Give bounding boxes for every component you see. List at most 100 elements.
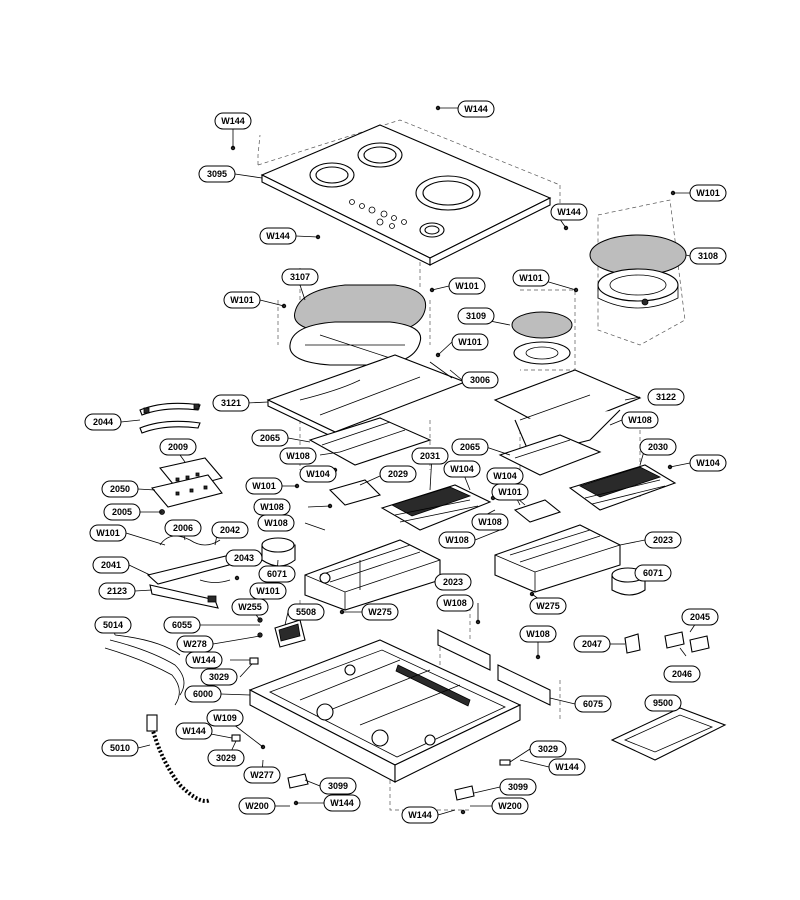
label-w144-b: W144 — [457, 100, 495, 118]
svg-text:2046: 2046 — [672, 669, 692, 679]
svg-text:W108: W108 — [628, 415, 652, 425]
svg-text:2023: 2023 — [653, 535, 673, 545]
label-w144-a: W144 — [214, 112, 252, 130]
label-2123: 2123 — [98, 582, 136, 600]
label-5508: 5508 — [287, 603, 325, 621]
label-2046: 2046 — [663, 665, 701, 683]
svg-text:3029: 3029 — [216, 753, 236, 763]
label-3029-c: 3029 — [529, 740, 567, 758]
svg-text:3029: 3029 — [209, 672, 229, 682]
svg-text:2047: 2047 — [582, 639, 602, 649]
svg-text:W101: W101 — [455, 281, 479, 291]
svg-text:3108: 3108 — [698, 251, 718, 261]
part-3095-glass-cooktop — [260, 124, 552, 266]
part-3107-oval-heating-element — [289, 284, 427, 366]
label-6071-a: 6071 — [258, 565, 296, 583]
svg-text:3099: 3099 — [508, 782, 528, 792]
label-2023-b: 2023 — [434, 573, 472, 591]
part-2047-clip — [624, 633, 641, 654]
label-2065-a: 2065 — [251, 429, 289, 447]
svg-text:6071: 6071 — [267, 569, 287, 579]
label-2042: 2042 — [211, 521, 249, 539]
svg-text:3029: 3029 — [538, 744, 558, 754]
svg-text:2023: 2023 — [443, 577, 463, 587]
label-w108-h: W108 — [519, 625, 557, 643]
label-3122: 3122 — [647, 388, 685, 406]
label-w101-h: W101 — [89, 524, 127, 542]
label-w144-f: W144 — [175, 722, 213, 740]
label-2009: 2009 — [159, 438, 197, 456]
svg-text:W108: W108 — [443, 598, 467, 608]
svg-text:W144: W144 — [330, 798, 354, 808]
label-3108: 3108 — [689, 247, 727, 265]
svg-text:W255: W255 — [238, 602, 262, 612]
svg-text:2041: 2041 — [101, 560, 121, 570]
svg-text:W144: W144 — [192, 655, 216, 665]
svg-text:W277: W277 — [250, 770, 274, 780]
part-6071-left-fan — [261, 537, 296, 567]
label-w108-d: W108 — [257, 514, 295, 532]
label-2031: 2031 — [411, 447, 449, 465]
svg-text:2044: 2044 — [93, 417, 113, 427]
svg-text:2043: 2043 — [234, 553, 254, 563]
svg-text:W144: W144 — [408, 810, 432, 820]
label-w144-i: W144 — [401, 806, 439, 824]
part-2045-2046-clips — [664, 631, 710, 653]
label-6071-b: 6071 — [634, 564, 672, 582]
part-6075-right-panel — [497, 664, 551, 706]
label-2044: 2044 — [84, 413, 122, 431]
label-2029: 2029 — [379, 465, 417, 483]
label-w278: W278 — [176, 635, 214, 653]
part-6075-left-panel — [437, 629, 491, 671]
svg-text:W144: W144 — [557, 207, 581, 217]
svg-text:W275: W275 — [368, 607, 392, 617]
svg-text:5508: 5508 — [296, 607, 316, 617]
svg-text:W101: W101 — [696, 188, 720, 198]
svg-text:W108: W108 — [264, 518, 288, 528]
svg-text:2050: 2050 — [110, 484, 130, 494]
label-5010: 5010 — [101, 739, 139, 757]
svg-text:5010: 5010 — [110, 743, 130, 753]
svg-text:6055: 6055 — [172, 620, 192, 630]
svg-text:W144: W144 — [221, 116, 245, 126]
svg-text:W101: W101 — [458, 337, 482, 347]
svg-text:W108: W108 — [260, 502, 284, 512]
label-3099-b: 3099 — [499, 778, 537, 796]
part-2031-left-inverter-board — [380, 484, 492, 531]
label-w101-b: W101 — [223, 291, 261, 309]
label-w101-f: W101 — [491, 483, 529, 501]
svg-text:2009: 2009 — [168, 442, 188, 452]
label-3109: 3109 — [457, 307, 495, 325]
svg-text:W275: W275 — [536, 601, 560, 611]
svg-text:W144: W144 — [182, 726, 206, 736]
svg-text:W101: W101 — [498, 487, 522, 497]
label-w200-b: W200 — [491, 797, 529, 815]
svg-text:W278: W278 — [183, 639, 207, 649]
label-w108-f: W108 — [438, 531, 476, 549]
label-2006: 2006 — [164, 519, 202, 537]
svg-text:W144: W144 — [555, 762, 579, 772]
svg-text:W109: W109 — [213, 713, 237, 723]
label-9500: 9500 — [644, 694, 682, 712]
part-2065-right-shield — [498, 434, 602, 476]
svg-text:2065: 2065 — [260, 433, 280, 443]
label-w200-a: W200 — [238, 797, 276, 815]
label-w101-c: W101 — [448, 277, 486, 295]
part-3099-feet — [287, 773, 475, 801]
svg-text:3006: 3006 — [470, 375, 490, 385]
svg-text:W104: W104 — [306, 469, 330, 479]
svg-text:W104: W104 — [450, 464, 474, 474]
part-2023-left-housing — [304, 539, 441, 611]
svg-text:2030: 2030 — [648, 442, 668, 452]
label-w104-a: W104 — [689, 454, 727, 472]
label-3107: 3107 — [281, 268, 319, 286]
part-labels: W144 W144 3095 W144 W144 W101 3108 3107 … — [84, 100, 727, 824]
svg-text:6000: 6000 — [193, 689, 213, 699]
label-2005: 2005 — [103, 503, 141, 521]
label-3121: 3121 — [212, 394, 250, 412]
svg-text:2123: 2123 — [107, 586, 127, 596]
label-2047: 2047 — [573, 635, 611, 653]
label-3029-a: 3029 — [200, 668, 238, 686]
svg-text:2029: 2029 — [388, 469, 408, 479]
